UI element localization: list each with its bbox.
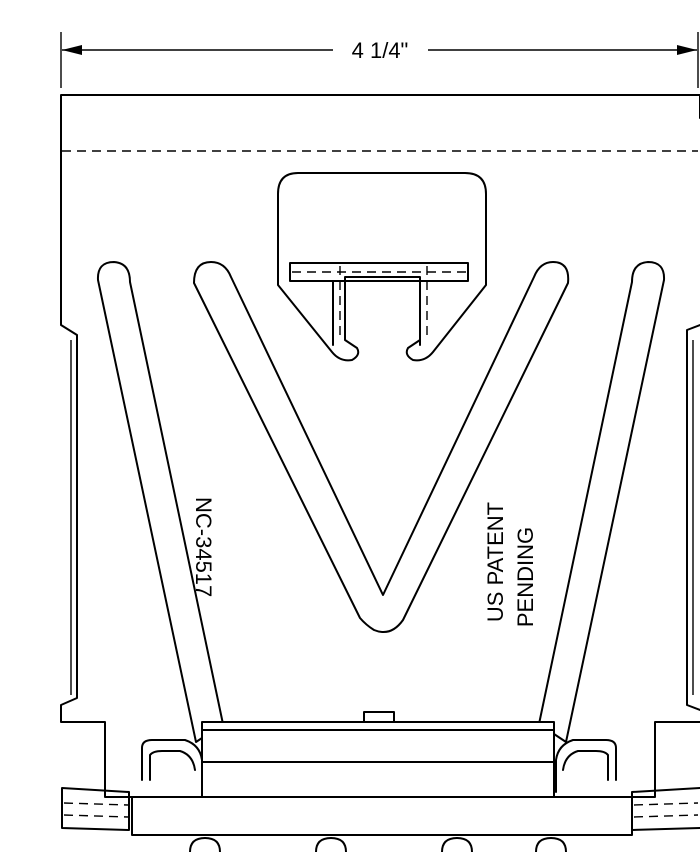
rail-stub-right-hidden-1 xyxy=(633,802,699,806)
patent-label-line1: US PATENT xyxy=(483,502,508,622)
body-outline-right xyxy=(631,94,700,798)
hook-left-inner xyxy=(149,750,196,781)
v-slot xyxy=(193,261,570,633)
dimension-arrow-right xyxy=(677,45,697,55)
dimension-width-label: 4 1/4" xyxy=(352,38,409,63)
clip-bar xyxy=(289,262,469,282)
bottom-rail xyxy=(61,787,700,852)
rail-stub-left-hidden-2 xyxy=(63,814,129,818)
rail-stub-left-hidden-1 xyxy=(63,802,129,806)
rail-stub-right xyxy=(631,787,700,831)
pin-2 xyxy=(315,837,347,852)
hook-right-outer xyxy=(555,739,617,793)
rail-stub-left xyxy=(61,787,130,831)
outer-slot-left xyxy=(96,261,224,743)
body-outline-left xyxy=(60,94,700,798)
clip-window-outline xyxy=(277,172,487,362)
main-body xyxy=(60,94,700,798)
base-assembly xyxy=(201,711,555,801)
pin-3 xyxy=(441,837,473,852)
hook-right-inner xyxy=(562,750,609,781)
wire-slots xyxy=(96,261,666,743)
outer-slot-right xyxy=(538,261,666,743)
width-dimension: 4 1/4" xyxy=(60,32,699,88)
pin-1 xyxy=(189,837,221,852)
pin-4 xyxy=(535,837,567,852)
hook-left-outer xyxy=(141,739,203,793)
patent-label-line2: PENDING xyxy=(513,527,538,627)
top-clip-window xyxy=(277,172,487,362)
bottom-rail-bar xyxy=(131,796,633,836)
rail-stub-right-hidden-2 xyxy=(633,814,699,818)
part-number-label: NC-34517 xyxy=(191,497,216,597)
dimension-arrow-left xyxy=(62,45,82,55)
side-hooks xyxy=(141,739,617,793)
